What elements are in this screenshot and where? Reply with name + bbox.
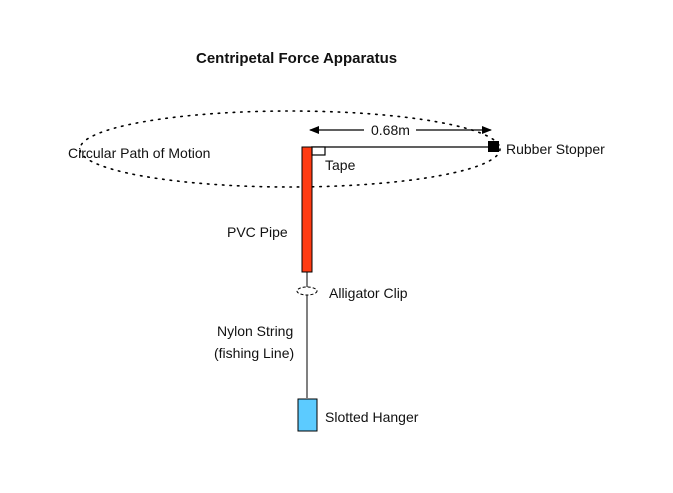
circular-path-label: Circular Path of Motion [68,145,211,161]
pvc-pipe-label: PVC Pipe [227,224,288,240]
circular-path-ellipse [79,110,501,188]
slotted-hanger-label: Slotted Hanger [325,409,419,425]
nylon-string-label-line1: Nylon String [217,323,294,339]
rubber-stopper [488,141,499,152]
tape [311,146,326,156]
diagram-title: Centripetal Force Apparatus [196,50,398,67]
distance-label: 0.68m [371,122,410,138]
pvc-pipe [301,146,313,273]
rubber-stopper-label: Rubber Stopper [506,141,605,157]
tape-label: Tape [325,157,356,173]
slotted-hanger [297,398,318,432]
alligator-clip [296,286,318,296]
alligator-clip-label: Alligator Clip [329,285,408,301]
distance-label-background [364,122,416,138]
nylon-string-label-line2: (fishing Line) [214,345,295,361]
